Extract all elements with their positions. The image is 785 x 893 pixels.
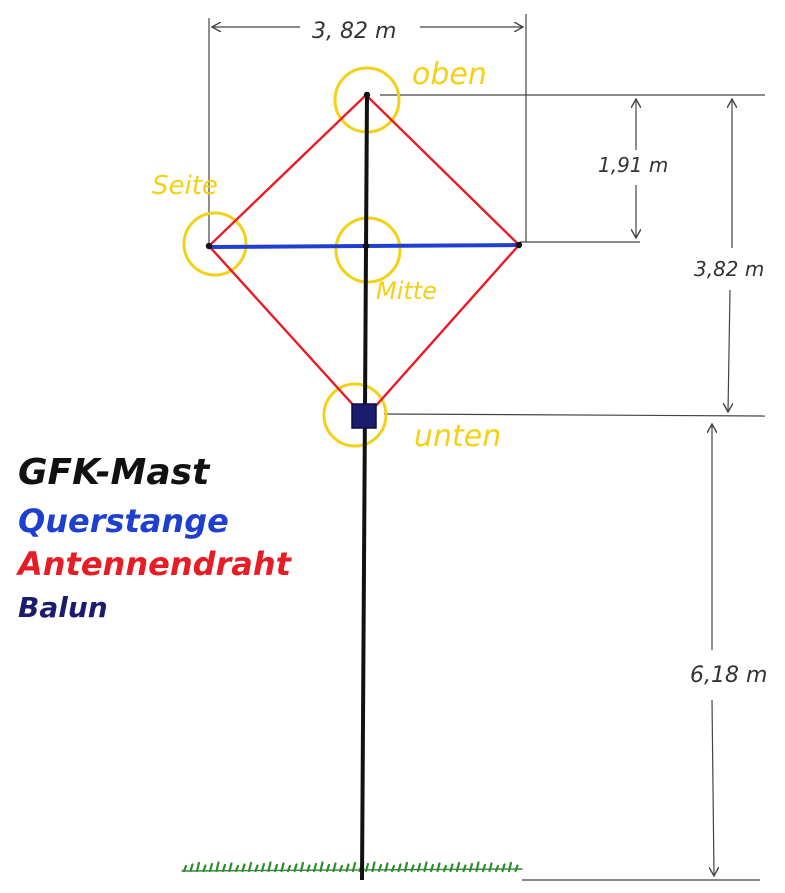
grass-blade: [416, 862, 422, 873]
fiberglass-mast: [360, 91, 369, 881]
grass-blade: [202, 864, 207, 873]
grass-blade: [189, 863, 194, 873]
dimension-height: 3,82 m: [694, 257, 764, 281]
dimension-lines: [208, 14, 766, 881]
grass-blade: [293, 863, 298, 873]
grass-blade: [221, 863, 227, 873]
label-side: Seite: [152, 171, 218, 201]
dimension-half-height: 1,91 m: [598, 153, 668, 177]
dimension-width: 3, 82 m: [312, 19, 396, 44]
legend-mast: GFK-Mast: [18, 452, 211, 493]
legend-wire: Antennendraht: [15, 545, 293, 583]
grass-blade: [514, 864, 519, 873]
grass-blade: [436, 862, 441, 873]
grass-blade: [247, 861, 253, 873]
legend-crossbar: Querstange: [18, 502, 229, 540]
grass-blade: [286, 864, 292, 873]
grass-blade: [390, 864, 396, 873]
label-middle: Mitte: [376, 277, 437, 305]
wire-nodes: [205, 91, 523, 250]
dimension-mast-below: 6,18 m: [690, 663, 767, 688]
grass-blade: [371, 861, 376, 873]
grass-blade: [481, 863, 487, 873]
grass-blade: [455, 861, 461, 873]
grass-blade: [267, 861, 272, 873]
grass-blade: [280, 862, 285, 873]
grass-blade: [501, 863, 506, 873]
grass-blade: [273, 863, 279, 873]
grass-blade: [488, 862, 493, 873]
grass-blade: [254, 864, 259, 873]
label-top: oben: [412, 57, 487, 92]
grass-blade: [429, 863, 435, 873]
grass-blade: [241, 863, 246, 873]
grass-blade: [351, 861, 357, 873]
balun-box: [351, 403, 377, 429]
grass-blade: [332, 862, 337, 873]
grass-blade: [215, 861, 220, 873]
circle-bottom: [322, 382, 388, 448]
grass-blade: [410, 864, 415, 873]
grass-blade: [384, 862, 389, 873]
grass-blade: [234, 864, 240, 873]
grass-blade: [475, 861, 480, 873]
grass-blade: [208, 862, 214, 873]
grass-blade: [364, 862, 370, 873]
grass-blade: [260, 862, 266, 873]
grass-blade: [442, 864, 448, 873]
grass-blade: [306, 864, 311, 873]
grass-blade: [345, 863, 350, 873]
circle-side: [182, 211, 248, 277]
grass-blade: [462, 864, 467, 873]
grass-blade: [397, 863, 402, 873]
grass-blade: [195, 861, 201, 873]
grass: [181, 861, 523, 873]
legend-balun: Balun: [18, 591, 108, 624]
label-bottom: unten: [414, 419, 501, 454]
grass-blade: [338, 864, 344, 873]
grass-blade: [423, 861, 428, 873]
grass-blade: [319, 861, 324, 873]
grass-blade: [228, 862, 233, 873]
grass-blade: [299, 861, 305, 873]
grass-blade: [403, 861, 409, 873]
grass-blade: [325, 863, 331, 873]
grass-blade: [312, 862, 318, 873]
grass-blade: [377, 863, 383, 873]
grass-blade: [507, 861, 513, 873]
grass-blade: [468, 862, 474, 873]
grass-blade: [182, 864, 188, 873]
legend: GFK-Mast Querstange Antennendraht Balun: [15, 452, 293, 624]
grass-blade: [449, 863, 454, 873]
grass-blade: [494, 864, 500, 873]
